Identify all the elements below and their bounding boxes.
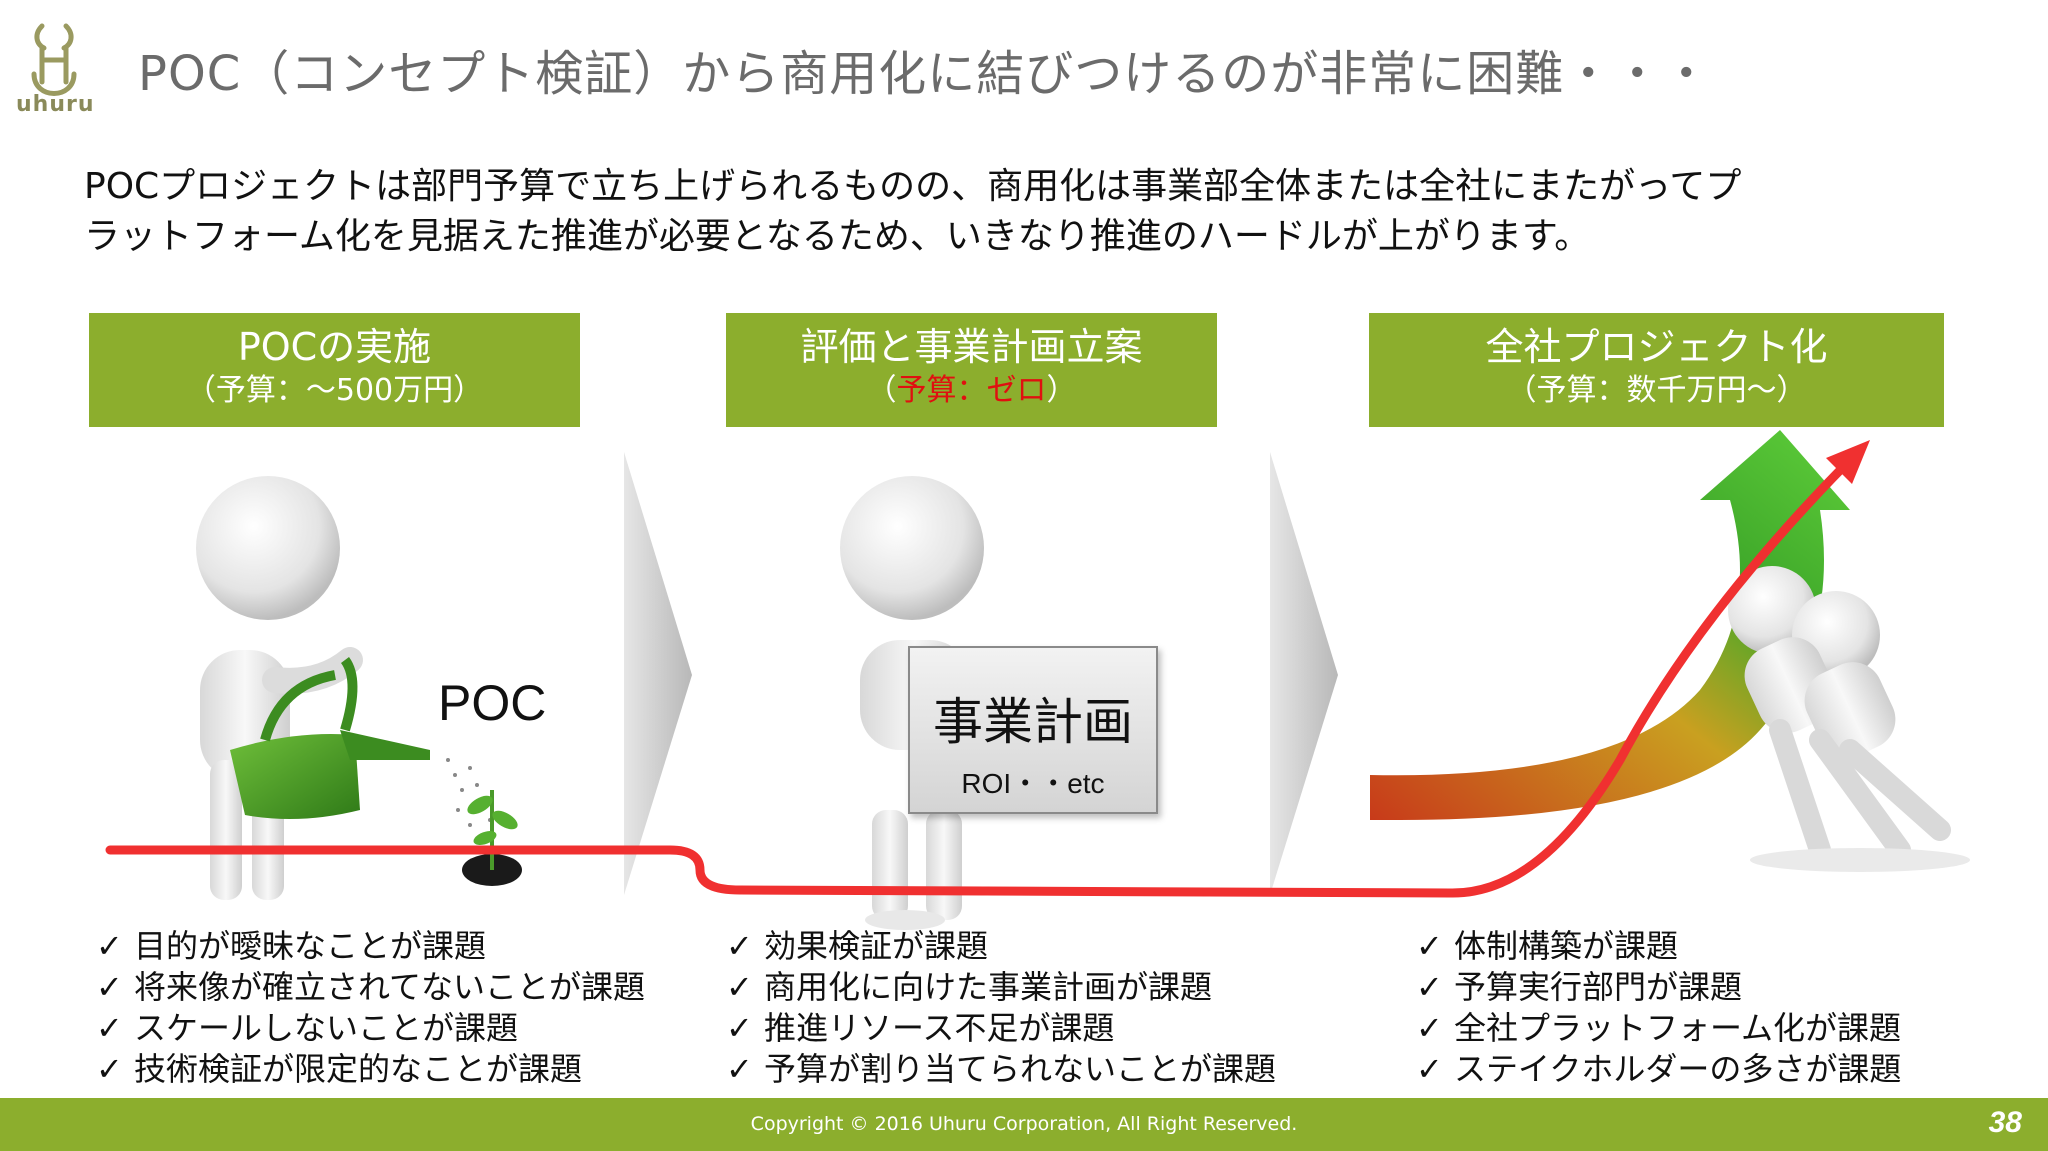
check-icon: ✓ <box>1416 1009 1443 1047</box>
check-icon: ✓ <box>96 1009 123 1047</box>
list-item: ✓スケールしないことが課題 <box>96 1009 519 1047</box>
figure-growth-ramp <box>1370 430 1970 872</box>
check-icon: ✓ <box>726 968 753 1006</box>
check-icon: ✓ <box>1416 968 1443 1006</box>
phase-title: 評価と事業計画立案 <box>800 325 1143 369</box>
chevron-arrow-2 <box>1270 452 1338 895</box>
progress-line <box>105 445 1865 898</box>
check-icon: ✓ <box>96 968 123 1006</box>
phase-budget: （予算：ゼロ） <box>726 371 1217 411</box>
progress-line-arrowhead <box>1826 440 1870 484</box>
list-item: ✓ステイクホルダーの多さが課題 <box>1416 1050 1902 1088</box>
chevron-arrow-1 <box>624 452 692 895</box>
list-item: ✓推進リソース不足が課題 <box>726 1009 1115 1047</box>
list-item: ✓全社プラットフォーム化が課題 <box>1416 1009 1902 1047</box>
check-icon: ✓ <box>1416 1050 1443 1088</box>
board-title: 事業計画 <box>933 693 1133 751</box>
budget-zero-text: 予算：ゼロ <box>896 373 1047 408</box>
illustration <box>105 430 1970 930</box>
budget-open: （ <box>866 373 897 408</box>
poc-label: POC <box>438 675 547 731</box>
list-item: ✓目的が曖昧なことが課題 <box>96 927 487 965</box>
figure-watering <box>196 476 522 900</box>
phase-header-poc: POCの実施 （予算：～500万円） <box>89 313 580 427</box>
phase-budget: （予算：～500万円） <box>185 373 484 408</box>
logo-text: uhuru <box>16 92 95 117</box>
copyright-text: Copyright © 2016 Uhuru Corporation, All … <box>750 1113 1298 1135</box>
list-item: ✓効果検証が課題 <box>726 927 989 965</box>
issues-list-company-project: ✓体制構築が課題 ✓予算実行部門が課題 ✓全社プラットフォーム化が課題 ✓ステイ… <box>1416 926 1901 1090</box>
list-item: ✓予算実行部門が課題 <box>1416 968 1743 1006</box>
phase-header-evaluation: 評価と事業計画立案 （予算：ゼロ） <box>726 313 1217 427</box>
list-item: ✓将来像が確立されてないことが課題 <box>96 968 646 1006</box>
phase-budget: （予算：数千万円～） <box>1506 373 1807 408</box>
business-plan-board: 事業計画 ROI・・etc <box>908 646 1158 814</box>
intro-line-1: POCプロジェクトは部門予算で立ち上げられるものの、商用化は事業部全体または全社… <box>84 166 1742 207</box>
phase-title: 全社プロジェクト化 <box>1485 325 1828 369</box>
footer-bar: Copyright © 2016 Uhuru Corporation, All … <box>0 1098 2048 1151</box>
check-icon: ✓ <box>96 1050 123 1088</box>
phase-title: POCの実施 <box>237 325 432 369</box>
list-item: ✓技術検証が限定的なことが課題 <box>96 1050 583 1088</box>
check-icon: ✓ <box>96 927 123 965</box>
list-item: ✓予算が割り当てられないことが課題 <box>726 1050 1277 1088</box>
list-item: ✓体制構築が課題 <box>1416 927 1679 965</box>
issues-list-evaluation: ✓効果検証が課題 ✓商用化に向けた事業計画が課題 ✓推進リソース不足が課題 ✓予… <box>726 926 1276 1090</box>
check-icon: ✓ <box>726 1050 753 1088</box>
list-item: ✓商用化に向けた事業計画が課題 <box>726 968 1213 1006</box>
slide-title: POC（コンセプト検証）から商用化に結びつけるのが非常に困難・・・ <box>138 46 1712 102</box>
check-icon: ✓ <box>726 1009 753 1047</box>
board-subtitle: ROI・・etc <box>961 768 1105 799</box>
page-number: 38 <box>1988 1106 2022 1139</box>
issues-list-poc: ✓目的が曖昧なことが課題 ✓将来像が確立されてないことが課題 ✓スケールしないこ… <box>96 926 645 1090</box>
intro-paragraph: POCプロジェクトは部門予算で立ち上げられるものの、商用化は事業部全体または全社… <box>84 162 1984 262</box>
phase-header-company-project: 全社プロジェクト化 （予算：数千万円～） <box>1369 313 1944 427</box>
check-icon: ✓ <box>726 927 753 965</box>
budget-close: ） <box>1046 373 1077 408</box>
intro-line-2: ラットフォーム化を見据えた推進が必要となるため、いきなり推進のハードルが上がりま… <box>84 216 1591 257</box>
uhuru-logo-icon <box>31 23 77 96</box>
check-icon: ✓ <box>1416 927 1443 965</box>
